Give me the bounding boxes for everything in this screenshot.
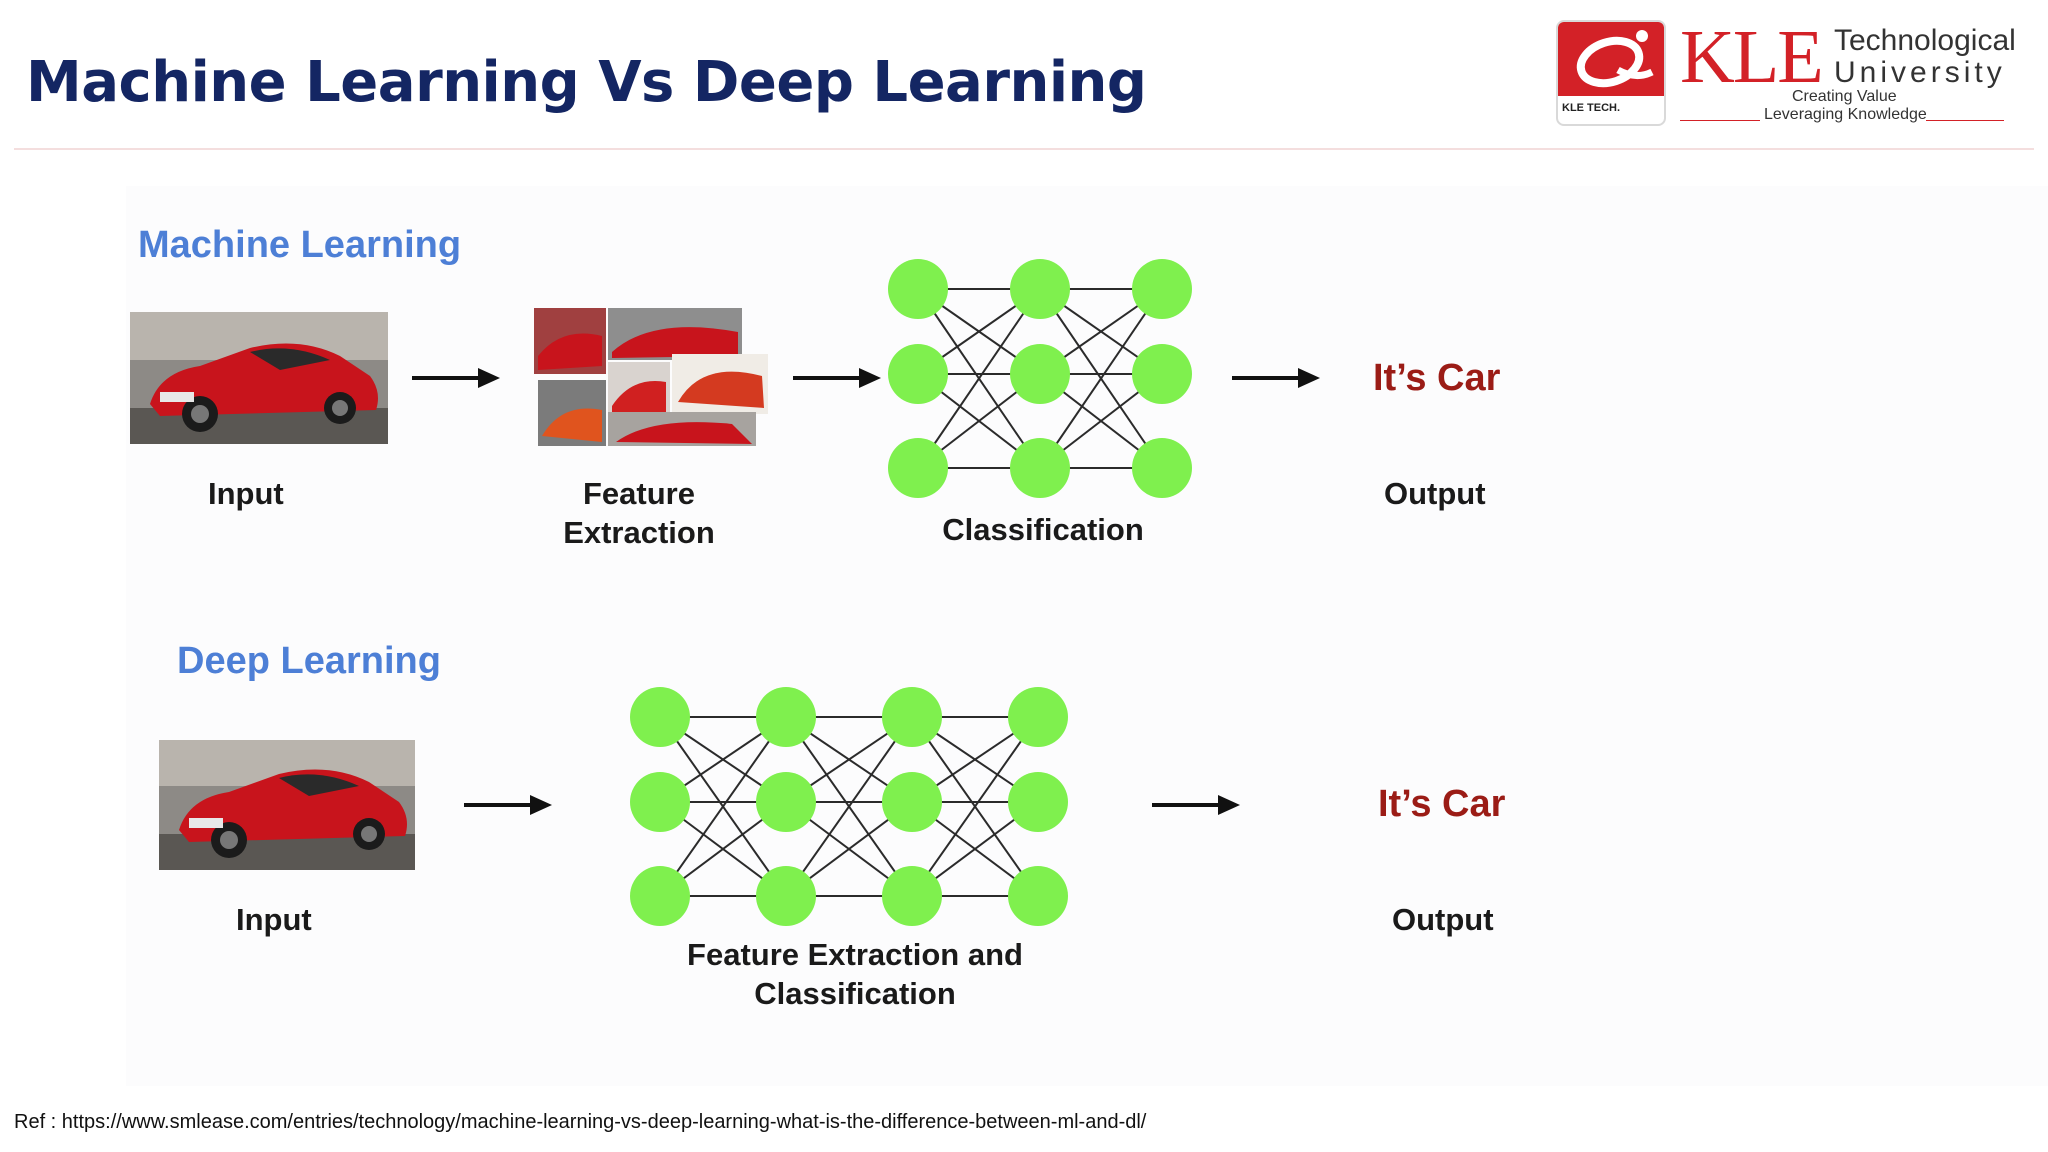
logo-badge: KLE TECH. <box>1556 20 1666 126</box>
dl-arrow-2 <box>1152 795 1240 815</box>
ml-network-connection <box>1039 288 1163 469</box>
reference-link-text: Ref : https://www.smlease.com/entries/te… <box>14 1111 1147 1133</box>
ml-arrow-3 <box>1232 368 1320 388</box>
dl-heading: Deep Learning <box>177 640 441 682</box>
ml-network-node <box>1132 344 1192 404</box>
ml-input-label: Input <box>208 476 284 511</box>
logo-kle-wordmark: KLE <box>1680 15 1824 99</box>
logo-line2: University <box>1834 56 2006 89</box>
dl-network-node <box>630 866 690 926</box>
dl-arrow-1 <box>464 795 552 815</box>
dl-network <box>630 687 1068 926</box>
dl-output-label: Output <box>1392 902 1494 937</box>
ml-network-node <box>888 438 948 498</box>
ml-network-node <box>1132 259 1192 319</box>
dl-network-connection <box>785 716 913 897</box>
ml-classification-network <box>888 259 1192 498</box>
logo-tagline2: Leveraging Knowledge <box>1764 106 1927 123</box>
dl-network-node <box>630 687 690 747</box>
dl-network-node <box>882 687 942 747</box>
dl-network-label-2: Classification <box>754 976 956 1011</box>
dl-network-node <box>1008 772 1068 832</box>
dl-network-node <box>756 772 816 832</box>
diagram-panel <box>126 186 2048 1086</box>
ml-network-connection <box>917 288 1041 469</box>
logo-badge-text: KLE TECH. <box>1562 102 1621 114</box>
ml-output-label: Output <box>1384 476 1486 511</box>
logo-tagline1: Creating Value <box>1792 88 1897 105</box>
ml-arrow-2 <box>793 368 881 388</box>
ml-feature-label-1: Feature <box>583 476 695 511</box>
dl-network-node <box>756 866 816 926</box>
dl-network-label-1: Feature Extraction and <box>687 937 1023 972</box>
slide-title: Machine Learning Vs Deep Learning <box>26 50 1147 115</box>
dl-network-node <box>882 866 942 926</box>
ml-output-text: It’s Car <box>1373 357 1501 399</box>
logo-q-emblem-icon <box>1576 30 1654 88</box>
ml-network-node <box>1010 344 1070 404</box>
dl-network-connection <box>659 716 787 897</box>
dl-network-node <box>756 687 816 747</box>
feature-fragments-illustration <box>534 308 768 446</box>
logo-rule-left <box>1680 120 1760 121</box>
ml-heading: Machine Learning <box>138 224 462 266</box>
ml-feature-collage-image <box>532 306 770 450</box>
dl-network-node <box>882 772 942 832</box>
car-illustration <box>159 740 415 870</box>
title-divider <box>14 148 2034 150</box>
dl-input-label: Input <box>236 902 312 937</box>
logo-badge-emblem <box>1558 22 1664 96</box>
ml-input-car-image <box>130 312 388 444</box>
dl-input-car-image <box>159 740 415 870</box>
ml-network-node <box>888 344 948 404</box>
dl-output-text: It’s Car <box>1378 783 1506 825</box>
dl-network-node <box>1008 687 1068 747</box>
ml-network-node <box>1010 259 1070 319</box>
ml-classification-label: Classification <box>942 512 1144 547</box>
ml-feature-label-2: Extraction <box>563 515 715 550</box>
ml-network-node <box>1132 438 1192 498</box>
dl-network-connection <box>911 716 1039 897</box>
ml-arrow-1 <box>412 368 500 388</box>
dl-network-node <box>630 772 690 832</box>
ml-network-node <box>1010 438 1070 498</box>
ml-network-node <box>888 259 948 319</box>
car-illustration <box>130 312 388 444</box>
logo-rule-right <box>1926 120 2004 121</box>
kle-tech-logo: KLE TECH. KLE Technological University C… <box>1556 15 2028 130</box>
dl-network-node <box>1008 866 1068 926</box>
logo-line1: Technological <box>1834 24 2016 57</box>
